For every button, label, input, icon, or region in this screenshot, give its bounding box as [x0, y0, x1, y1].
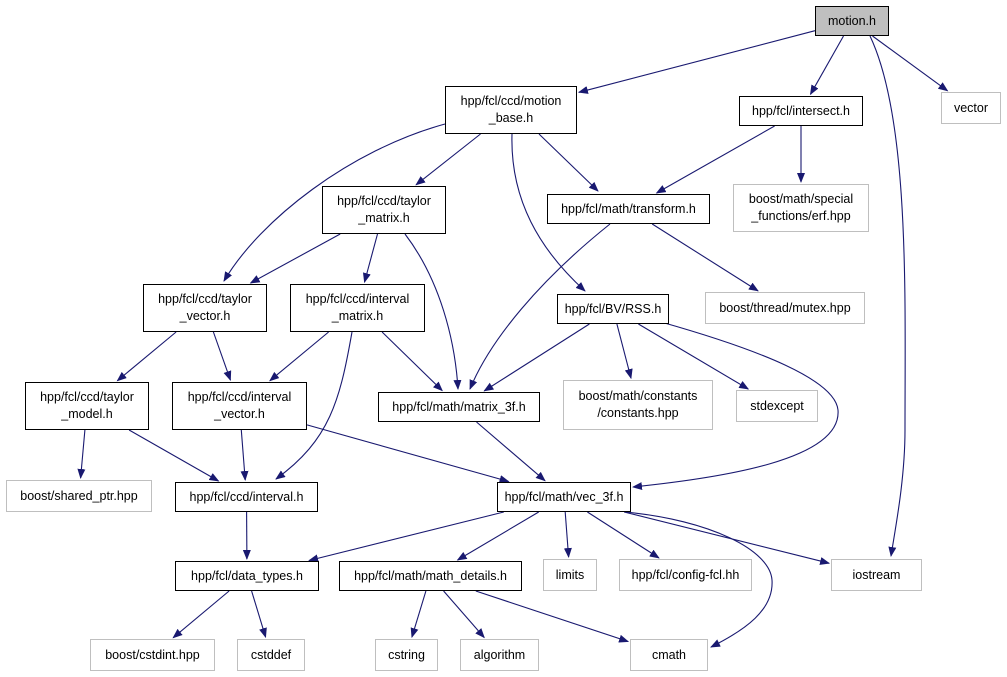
node-data-types-h[interactable]: hpp/fcl/data_types.h [175, 561, 319, 591]
node-stdexcept: stdexcept [736, 390, 818, 422]
edge-interval-matrix-h-to-interval-h [275, 331, 353, 480]
edge-matrix-3f-h-to-vec-3f-h [476, 421, 546, 482]
edge-interval-matrix-h-to-interval-vector-h [269, 331, 329, 382]
node-interval-matrix-h[interactable]: hpp/fcl/ccd/interval_matrix.h [290, 284, 425, 332]
edge-vec-3f-h-to-data-types-h [308, 511, 504, 563]
node-rss-h[interactable]: hpp/fcl/BV/RSS.h [557, 294, 669, 324]
node-motion-h: motion.h [815, 6, 889, 36]
edge-interval-vector-h-to-vec-3f-h [306, 424, 510, 483]
node-config-fcl-hh: hpp/fcl/config-fcl.hh [619, 559, 752, 591]
edge-transform-h-to-mutex-hpp [651, 223, 759, 292]
node-intersect-h[interactable]: hpp/fcl/intersect.h [739, 96, 863, 126]
edge-data-types-h-to-cstdint-hpp [172, 590, 230, 639]
node-transform-h[interactable]: hpp/fcl/math/transform.h [547, 194, 710, 224]
edge-taylor-vector-h-to-interval-vector-h [212, 331, 232, 382]
edge-rss-h-to-stdexcept [638, 323, 750, 390]
edge-taylor-matrix-h-to-interval-matrix-h [362, 233, 379, 284]
node-vector: vector [941, 92, 1001, 124]
edge-math-details-h-to-cmath [475, 590, 630, 643]
edge-vec-3f-h-to-math-details-h [456, 511, 539, 561]
node-vec-3f-h[interactable]: hpp/fcl/math/vec_3f.h [497, 482, 631, 512]
node-taylor-vector-h[interactable]: hpp/fcl/ccd/taylor_vector.h [143, 284, 267, 332]
edge-motion-h-to-intersect-h [810, 35, 844, 96]
edge-motion-base-h-to-rss-h [511, 133, 586, 292]
edge-rss-h-to-vec-3f-h [632, 321, 839, 491]
node-cstddef: cstddef [237, 639, 305, 671]
edge-vec-3f-h-to-cmath [624, 511, 773, 648]
node-matrix-3f-h[interactable]: hpp/fcl/math/matrix_3f.h [378, 392, 540, 422]
edge-vec-3f-h-to-iostream [623, 511, 831, 565]
node-taylor-matrix-h[interactable]: hpp/fcl/ccd/taylor_matrix.h [322, 186, 446, 234]
edge-rss-h-to-matrix-3f-h [483, 323, 590, 392]
edge-motion-h-to-vector [872, 35, 949, 92]
node-limits: limits [543, 559, 597, 591]
node-math-details-h[interactable]: hpp/fcl/math/math_details.h [339, 561, 522, 591]
edge-motion-base-h-to-taylor-matrix-h [415, 133, 481, 186]
edge-motion-base-h-to-transform-h [538, 133, 599, 192]
edge-motion-h-to-motion-base-h [577, 30, 816, 94]
node-cstring: cstring [375, 639, 438, 671]
edge-vec-3f-h-to-config-fcl-hh [587, 511, 660, 559]
edge-vec-3f-h-to-limits [563, 511, 572, 558]
node-motion-base-h[interactable]: hpp/fcl/ccd/motion_base.h [445, 86, 577, 134]
edge-intersect-h-to-transform-h [655, 125, 775, 194]
node-interval-vector-h[interactable]: hpp/fcl/ccd/interval_vector.h [172, 382, 307, 430]
node-shared-ptr-hpp: boost/shared_ptr.hpp [6, 480, 152, 512]
node-cstdint-hpp: boost/cstdint.hpp [90, 639, 215, 671]
edge-motion-base-h-to-taylor-vector-h [223, 123, 446, 282]
edge-math-details-h-to-algorithm [443, 590, 485, 639]
edge-interval-matrix-h-to-matrix-3f-h [381, 331, 443, 392]
node-interval-h[interactable]: hpp/fcl/ccd/interval.h [175, 482, 318, 512]
node-constants-hpp: boost/math/constants/constants.hpp [563, 380, 713, 430]
edge-rss-h-to-constants-hpp [616, 323, 633, 380]
node-cmath: cmath [630, 639, 708, 671]
node-algorithm: algorithm [460, 639, 539, 671]
edge-math-details-h-to-cstring [410, 590, 427, 639]
edge-motion-h-to-iostream [869, 35, 906, 557]
edge-data-types-h-to-cstddef [251, 590, 267, 639]
edge-taylor-matrix-h-to-matrix-3f-h [404, 233, 462, 390]
edge-transform-h-to-matrix-3f-h [469, 223, 611, 390]
node-taylor-model-h[interactable]: hpp/fcl/ccd/taylor_model.h [25, 382, 149, 430]
edge-taylor-matrix-h-to-taylor-vector-h [249, 233, 341, 284]
node-erf-hpp: boost/math/special_functions/erf.hpp [733, 184, 869, 232]
node-mutex-hpp: boost/thread/mutex.hpp [705, 292, 865, 324]
edge-taylor-vector-h-to-taylor-model-h [116, 331, 177, 382]
edge-taylor-model-h-to-interval-h [128, 429, 220, 482]
edge-taylor-model-h-to-shared-ptr-hpp [77, 429, 86, 479]
edge-interval-vector-h-to-interval-h [240, 429, 249, 481]
node-iostream: iostream [831, 559, 922, 591]
